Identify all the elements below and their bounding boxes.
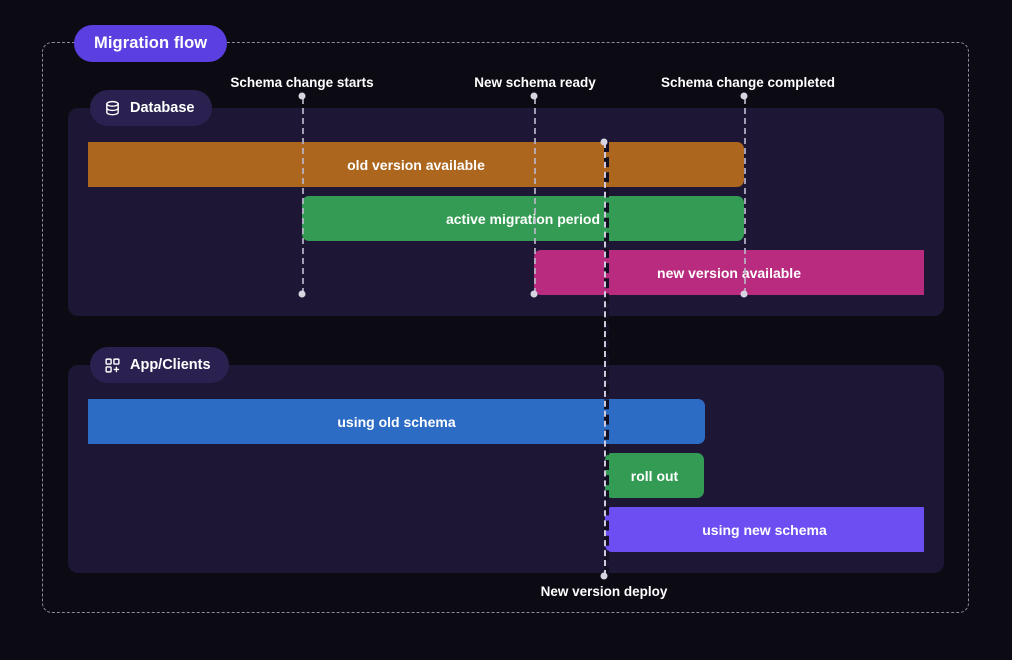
milestone-label-new-schema-ready: New schema ready [474,75,596,90]
bar-label-roll-out: roll out [630,467,679,484]
milestone-label-schema-change-starts: Schema change starts [230,75,374,90]
bar-using-old-schema: using old schema [88,399,705,444]
bar-old-version-available: old version available [88,142,744,187]
deploy-dot-top [600,138,608,146]
deploy-line-outer [604,142,609,576]
deploy-line-inner [604,142,606,576]
milestone-line-new-schema-ready [534,98,536,294]
deploy-label: New version deploy [540,584,668,599]
lane-chip-app: App/Clients [90,347,229,383]
bar-label-using-old-schema: using old schema [337,413,456,430]
bar-new-version-available: new version available [534,250,924,295]
milestone-line-schema-change-starts [302,98,304,294]
bar-label-using-new-schema: using new schema [702,521,827,538]
milestone-dot-bottom-schema-change-completed [740,290,748,298]
milestone-dot-bottom-new-schema-ready [530,290,538,298]
bar-label-old-version-available: old version available [347,156,485,173]
diagram-title-chip: Migration flow [74,25,228,62]
database-icon [104,100,121,117]
milestone-line-schema-change-completed [744,98,746,294]
milestone-dot-top-schema-change-starts [298,92,306,100]
milestone-dot-bottom-schema-change-starts [298,290,306,298]
lane-chip-database: Database [90,90,213,126]
deploy-dot-bottom [600,572,608,580]
milestone-dot-top-new-schema-ready [530,92,538,100]
bar-active-migration-period: active migration period [302,196,744,241]
bar-using-new-schema: using new schema [605,507,924,552]
lane-chip-database-label: Database [130,100,195,116]
milestone-dot-top-schema-change-completed [740,92,748,100]
bar-label-active-migration-period: active migration period [445,210,601,227]
diagram-title-label: Migration flow [94,34,208,52]
diagram-outer-frame [42,42,969,613]
app-grid-plus-icon [104,357,121,374]
bar-roll-out: roll out [605,453,704,498]
milestone-label-schema-change-completed: Schema change completed [660,75,836,90]
lane-chip-app-label: App/Clients [130,357,211,373]
bar-label-new-version-available: new version available [657,264,801,281]
